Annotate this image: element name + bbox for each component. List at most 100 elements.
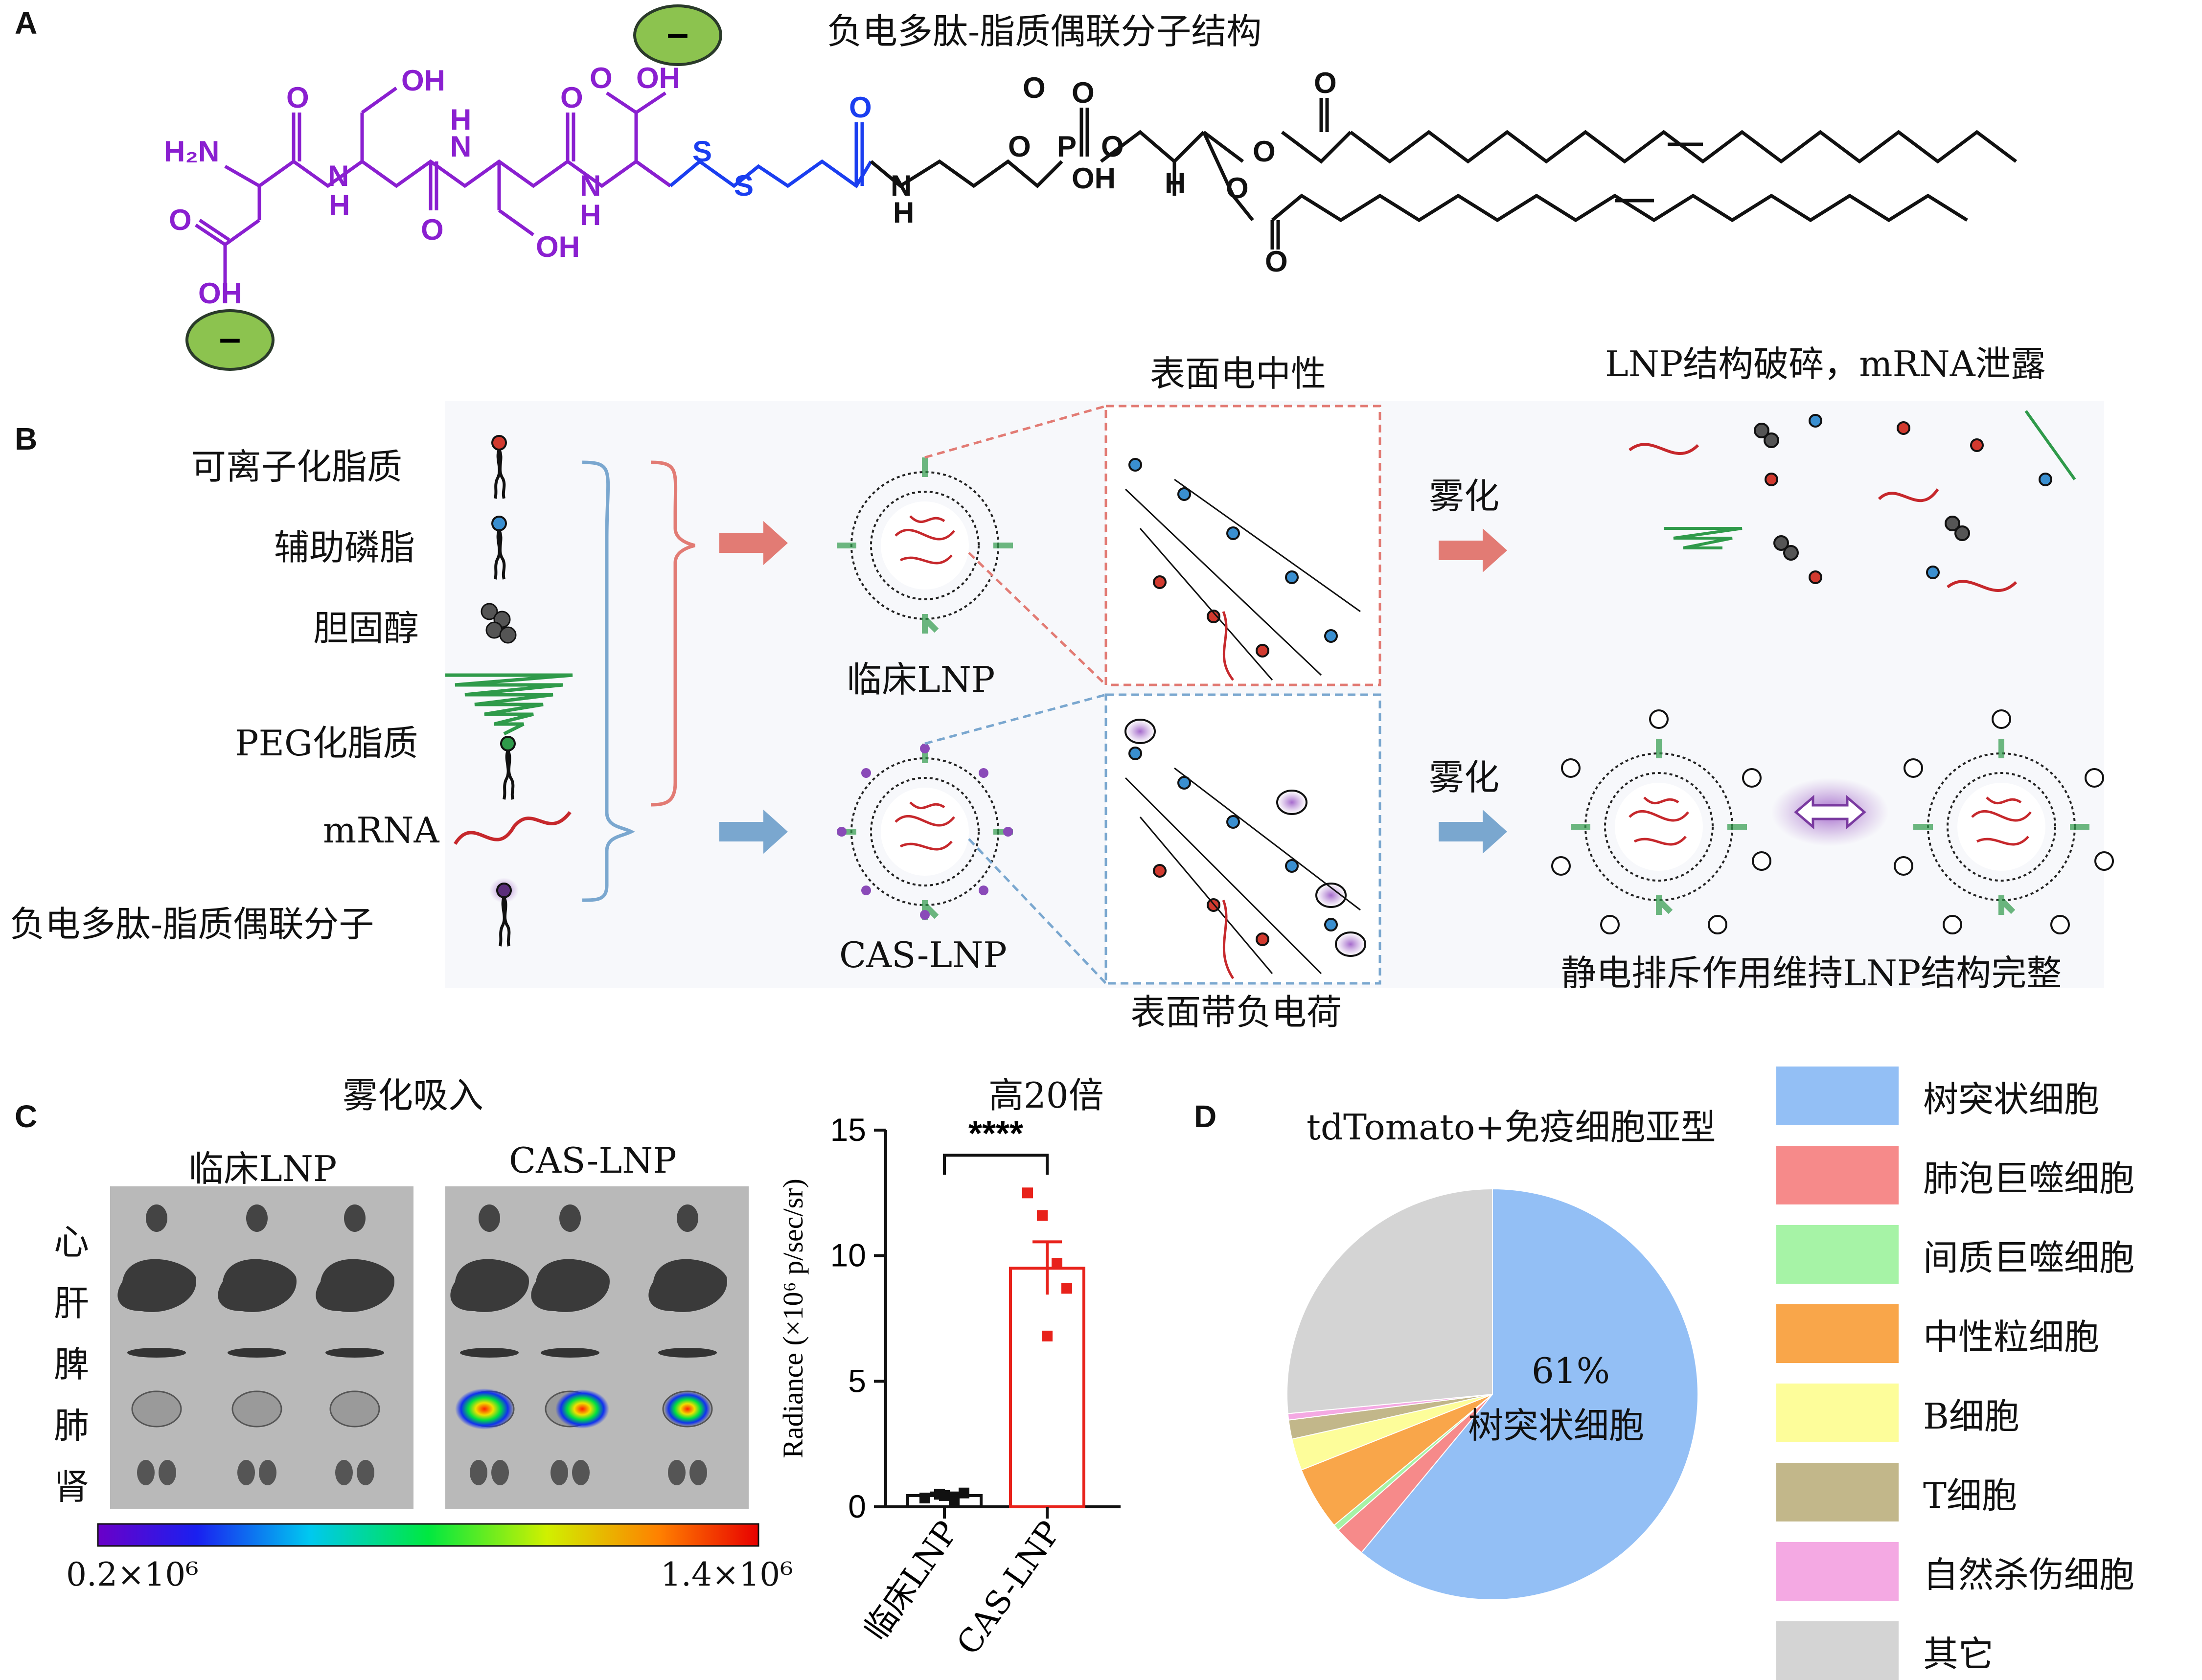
surface-neutral-label: 表面电中性	[1150, 353, 1327, 394]
y-axis-label: Radiance (×10⁶ p/sec/sr)	[777, 1179, 809, 1458]
atom-label: H	[893, 196, 914, 229]
lung-signal	[455, 1388, 514, 1430]
legend-swatch	[1776, 1542, 1899, 1601]
legend-label: 其它	[1923, 1633, 1994, 1675]
atom-label: S	[734, 169, 754, 202]
intact-lnp-left	[1551, 709, 1771, 934]
group-label-cas: CAS-LNP	[509, 1140, 677, 1181]
component-helper-lipid: 辅助磷脂	[274, 527, 415, 568]
atom-label: H	[450, 103, 471, 136]
organ-lung: 肺	[54, 1405, 90, 1446]
colorbar-min: 0.2×10⁶	[66, 1556, 199, 1593]
legend-item: 树突状细胞	[1776, 1067, 2099, 1125]
atom-label: H	[329, 189, 350, 222]
cas-lnp-label: CAS-LNP	[839, 934, 1007, 976]
chemical-structure: – – H₂N O OH O N H OH O N H OH O N H O O…	[164, 4, 2018, 371]
legend-swatch	[1776, 1225, 1899, 1284]
organ-spleen: 脾	[54, 1344, 90, 1385]
panel-label-a: A	[15, 5, 38, 41]
negative-charge-badge-top: –	[633, 4, 722, 66]
atom-label: N	[328, 159, 349, 192]
icon-peg-lipid	[445, 673, 573, 799]
icon-mrna	[454, 811, 572, 845]
organ-imaging	[97, 1186, 759, 1547]
atom-label: O	[169, 204, 192, 236]
bottom-result-label: 静电排斥作用维持LNP结构完整	[1561, 953, 2062, 994]
data-point	[1022, 1187, 1033, 1199]
atom-label: H	[1165, 167, 1186, 200]
legend-swatch	[1776, 1146, 1899, 1204]
clinical-lnp-label: 临床LNP	[847, 659, 995, 700]
bracket-red	[650, 460, 695, 807]
arrow-red-1	[719, 521, 788, 565]
panel-c-title: 雾化吸入	[343, 1075, 484, 1116]
organ-kidney: 肾	[54, 1466, 90, 1507]
zoom-lipids-cas	[1124, 719, 1366, 979]
zoom-box-cas	[1104, 693, 1381, 985]
legend-label: 间质巨噬细胞	[1923, 1237, 2135, 1278]
atom-label: H₂N	[164, 135, 219, 168]
legend-swatch	[1776, 1304, 1899, 1363]
legend-swatch	[1776, 1067, 1899, 1125]
atom-label: O	[1101, 130, 1124, 163]
cas-lnp-particle	[837, 744, 1013, 920]
data-point	[919, 1493, 930, 1504]
atom-label: O	[1226, 172, 1249, 204]
nebulize-label-bottom: 雾化	[1429, 757, 1500, 798]
y-tick-label: 15	[830, 1112, 866, 1148]
colorbar	[97, 1523, 759, 1547]
panel-label-c: C	[15, 1099, 38, 1134]
disrupted-components	[1629, 410, 2076, 592]
data-point	[959, 1487, 969, 1498]
atom-label: O	[560, 81, 583, 114]
component-cholesterol: 胆固醇	[313, 608, 419, 649]
panel-a-title: 负电多肽-脂质偶联分子结构	[827, 11, 1262, 52]
x-tick-label: 临床LNP	[857, 1514, 966, 1647]
organ-heart: 心	[54, 1222, 90, 1263]
intact-lnp-right	[1894, 709, 2114, 934]
organ-liver: 肝	[54, 1283, 90, 1324]
atom-label: O	[1265, 245, 1288, 278]
atom-label: O	[1008, 130, 1031, 163]
pie-center-label: 树突状细胞	[1468, 1405, 1645, 1446]
atom-label: O	[1253, 135, 1276, 168]
arrow-red-2	[1439, 528, 1507, 572]
panel-b-graphics	[445, 405, 2114, 985]
atom-label: N	[580, 169, 601, 202]
data-point	[949, 1496, 960, 1507]
pie-slice	[1360, 1188, 1698, 1600]
legend-label: 中性粒细胞	[1923, 1316, 2100, 1358]
legend-label: 肺泡巨噬细胞	[1923, 1158, 2135, 1199]
legend-item: 其它	[1776, 1621, 1994, 1680]
pie-title: tdTomato+免疫细胞亚型	[1307, 1107, 1716, 1148]
nebulize-label-top: 雾化	[1429, 476, 1500, 517]
atom-label: OH	[1072, 162, 1116, 195]
bar	[1009, 1267, 1085, 1508]
legend-swatch	[1776, 1621, 1899, 1680]
significance-stars: ****	[968, 1114, 1023, 1153]
atom-label: O	[590, 62, 613, 94]
group-label-clinical: 临床LNP	[188, 1148, 337, 1189]
clinical-lnp-particle	[837, 457, 1013, 634]
data-point	[1042, 1330, 1053, 1341]
y-tick-label: 10	[830, 1237, 866, 1273]
arrow-blue-1	[719, 810, 788, 854]
legend-item: 间质巨噬细胞	[1776, 1225, 2134, 1284]
image-clinical	[110, 1186, 413, 1509]
legend-item: 中性粒细胞	[1776, 1304, 2099, 1363]
legend-swatch	[1776, 1384, 1899, 1442]
legend-label: 树突状细胞	[1923, 1078, 2100, 1120]
y-tick-label: 0	[848, 1488, 866, 1524]
colorbar-max: 1.4×10⁶	[661, 1556, 793, 1593]
surface-negative-label: 表面带负电荷	[1130, 992, 1342, 1033]
chart-title: 高20倍	[988, 1075, 1104, 1116]
lung-signal	[664, 1391, 711, 1427]
lung-signal	[555, 1389, 609, 1429]
legend-item: 肺泡巨噬细胞	[1776, 1146, 2134, 1204]
atom-label: N	[450, 130, 471, 163]
negative-charge-badge-bottom: –	[185, 309, 275, 371]
icon-ionizable-lipid	[491, 435, 507, 499]
peptide-backbone	[195, 87, 672, 284]
legend-label: B细胞	[1923, 1395, 2019, 1437]
